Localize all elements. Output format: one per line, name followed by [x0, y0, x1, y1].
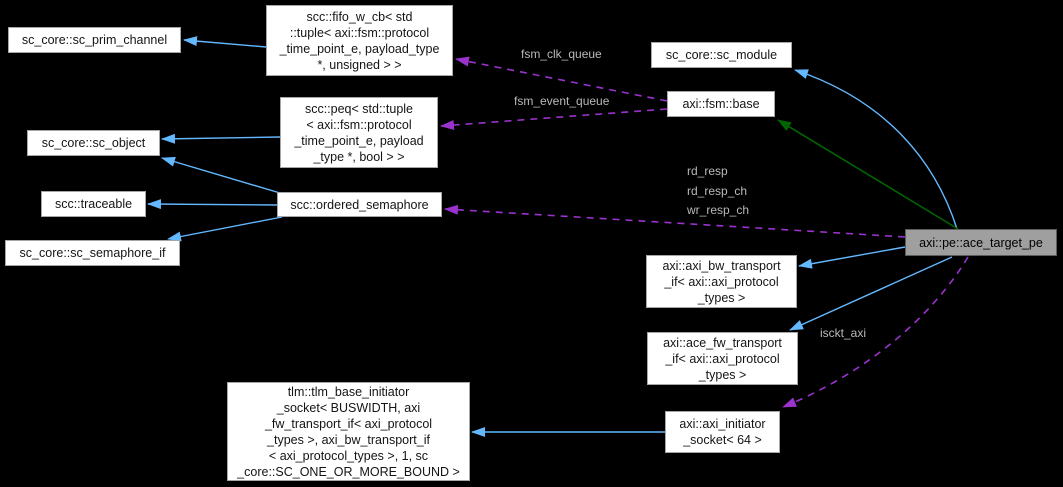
node-label: tlm::tlm_base_initiator _socket< BUSWIDT…: [237, 384, 460, 479]
node-axi-initiator-socket[interactable]: axi::axi_initiator _socket< 64 >: [665, 411, 780, 453]
edge-label-fsm-clk-queue: fsm_clk_queue: [521, 47, 602, 61]
node-label: axi::ace_fw_transport _if< axi::axi_prot…: [663, 335, 782, 382]
edge-ace-to-bw-transport-if: [798, 246, 906, 269]
node-tlm-base-initiator-socket[interactable]: tlm::tlm_base_initiator _socket< BUSWIDT…: [227, 382, 470, 481]
node-label: axi::axi_initiator _socket< 64 >: [679, 417, 766, 447]
node-label: sc_core::sc_semaphore_if: [19, 246, 166, 260]
edge-peq-to-sc-object: [161, 133, 281, 144]
node-label: sc_core::sc_prim_channel: [21, 33, 168, 47]
edge-ace-to-ordered-semaphore: [444, 204, 906, 238]
node-fsm-base[interactable]: axi::fsm::base: [667, 91, 775, 117]
edge-label-resp-members: rd_resp rd_resp_ch wr_resp_ch: [687, 164, 750, 217]
node-ace-fw-transport-if[interactable]: axi::ace_fw_transport _if< axi::axi_prot…: [647, 332, 798, 385]
node-label: sc_core::sc_object: [41, 136, 146, 150]
node-label: scc::peq< std::tuple < axi::fsm::protoco…: [294, 101, 424, 164]
node-sc-module[interactable]: sc_core::sc_module: [651, 42, 792, 68]
node-fifo-w-cb[interactable]: scc::fifo_w_cb< std ::tuple< axi::fsm::p…: [266, 5, 453, 76]
node-label: scc::fifo_w_cb< std ::tuple< axi::fsm::p…: [279, 9, 440, 72]
edge-ordered-semaphore-to-traceable: [147, 199, 278, 210]
node-label: scc::ordered_semaphore: [290, 197, 429, 212]
node-sc-object[interactable]: sc_core::sc_object: [27, 130, 160, 156]
node-label: scc::traceable: [54, 197, 133, 211]
edge-ace-to-fw-transport-if: [789, 256, 953, 331]
edge-ace-to-sc-module: [794, 69, 958, 230]
edge-fifo-to-prim-channel: [183, 36, 267, 48]
node-label: sc_core::sc_module: [665, 48, 778, 62]
node-label: axi::pe::ace_target_pe: [919, 235, 1043, 250]
node-label: axi::axi_bw_transport _if< axi::axi_prot…: [662, 258, 781, 305]
node-axi-bw-transport-if[interactable]: axi::axi_bw_transport _if< axi::axi_prot…: [646, 255, 797, 308]
edge-ordered-semaphore-to-semaphore-if: [167, 216, 283, 242]
edge-label-isckt-axi: isckt_axi: [820, 326, 867, 340]
node-ace-target-pe[interactable]: axi::pe::ace_target_pe: [905, 229, 1057, 256]
node-sc-semaphore-if[interactable]: sc_core::sc_semaphore_if: [5, 240, 180, 266]
edge-ordered-semaphore-to-sc-object: [161, 156, 281, 194]
node-ordered-semaphore[interactable]: scc::ordered_semaphore: [277, 192, 442, 217]
node-label: axi::fsm::base: [682, 97, 760, 111]
edge-ace-to-fsm-base: [777, 119, 959, 230]
edge-ace-to-initiator-socket: [782, 256, 969, 408]
edge-fsm-base-to-fifo: [455, 56, 668, 102]
node-traceable[interactable]: scc::traceable: [41, 191, 146, 217]
node-peq[interactable]: scc::peq< std::tuple < axi::fsm::protoco…: [280, 97, 438, 168]
node-sc-prim-channel[interactable]: sc_core::sc_prim_channel: [8, 27, 181, 53]
edge-label-fsm-event-queue: fsm_event_queue: [514, 94, 610, 108]
edge-fsm-base-to-peq: [440, 108, 668, 131]
